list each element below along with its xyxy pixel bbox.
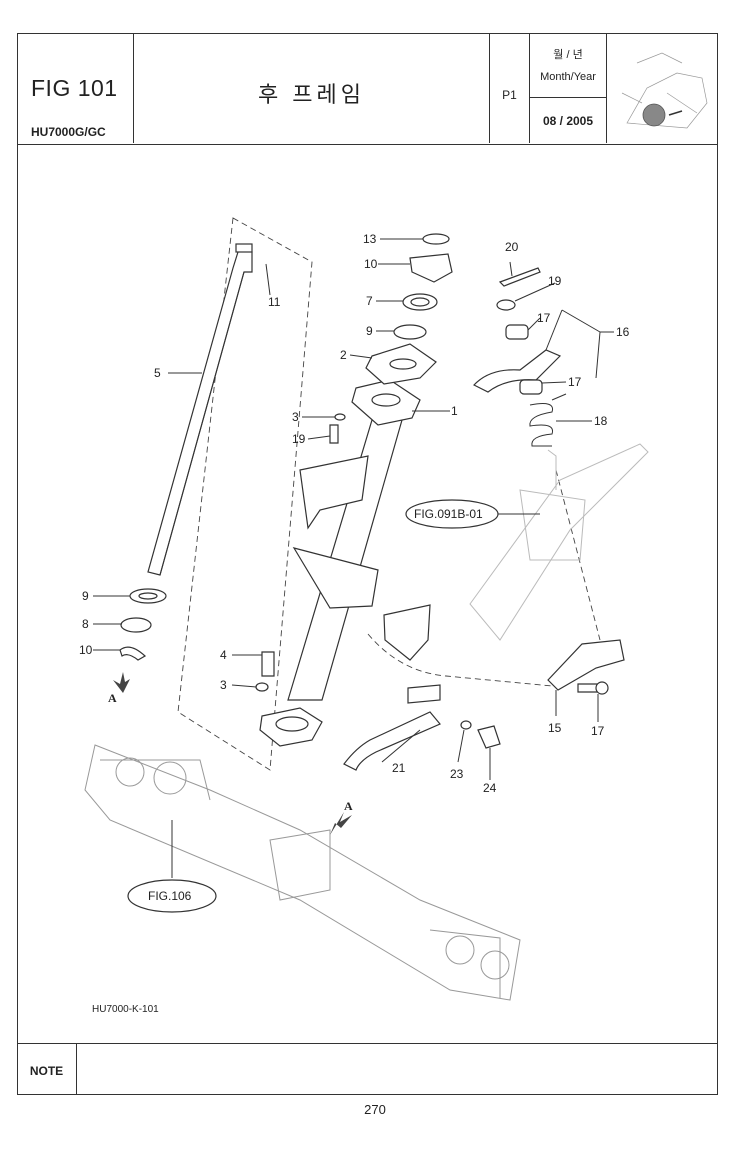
part-label: 20	[505, 240, 519, 254]
title-cell: 후 프레임	[134, 33, 490, 143]
pin-washer-part	[496, 299, 516, 311]
ghost-axle-106	[84, 744, 521, 1001]
bush-upper-part	[505, 324, 529, 340]
part-label: 9	[366, 324, 373, 338]
washer-lower-part	[255, 682, 269, 692]
month-year-english: Month/Year	[540, 71, 596, 83]
page-cell: P1	[490, 33, 530, 143]
locator-cell	[607, 33, 718, 143]
gear-part	[120, 617, 152, 633]
part-label: 23	[450, 767, 464, 781]
part-label: 17	[568, 375, 582, 389]
bolt-lower-part	[261, 651, 275, 677]
frame-tube	[259, 379, 441, 771]
part-label: 13	[363, 232, 377, 246]
page-number: 270	[364, 1102, 386, 1117]
ghost-frame-091b	[469, 443, 649, 641]
part-label: 3	[292, 410, 299, 424]
fig-number: FIG 101	[31, 75, 118, 101]
washer-part	[334, 413, 346, 421]
part-label: 4	[220, 648, 227, 662]
bracket-bolt-part	[577, 683, 599, 693]
bush-lower-part	[519, 379, 543, 395]
direction-arrow-down	[113, 672, 130, 693]
part-label: 10	[79, 643, 93, 657]
part-label: 8	[82, 617, 89, 631]
shaft-boundary	[177, 217, 313, 771]
fig-106-callout	[127, 879, 217, 913]
fig-106-reference: FIG.106	[148, 889, 192, 903]
page-frame	[17, 33, 718, 1095]
part-label: 3	[220, 678, 227, 692]
part-label: 2	[340, 348, 347, 362]
page-title: 후 프레임	[257, 82, 366, 107]
locator-thumbnail	[621, 52, 708, 129]
page-label: P1	[502, 88, 517, 102]
view-marker-lower: A	[108, 691, 117, 705]
snap-ring-part	[422, 233, 450, 245]
part-label: 11	[268, 295, 281, 309]
bracket-part	[547, 639, 625, 691]
fig-cell: FIG 101 HU7000G/GC	[17, 33, 134, 143]
view-marker-upper: A	[344, 799, 353, 813]
part-label: 24	[483, 781, 497, 795]
part-label: 9	[82, 589, 89, 603]
part-label: 1	[451, 404, 458, 418]
part-label: 18	[594, 414, 608, 428]
part-label: 5	[154, 366, 161, 380]
fig-091b-reference: FIG.091B-01	[414, 507, 483, 521]
leader-lines	[93, 238, 614, 878]
part-label: 19	[292, 432, 306, 446]
divider	[530, 97, 606, 98]
part-label: 7	[366, 294, 373, 308]
header: FIG 101 HU7000G/GC 후 프레임 P1 월 / 년 Month/…	[17, 33, 718, 145]
lever-part	[473, 349, 562, 393]
part-label: 17	[537, 311, 551, 325]
part-label: 19	[548, 274, 562, 288]
note-row: NOTE	[17, 1043, 718, 1095]
drawing-code: HU7000-K-101	[92, 1004, 159, 1015]
spring-part	[529, 393, 567, 447]
link-line	[367, 633, 553, 687]
bolt-24-part	[477, 725, 501, 749]
month-year-cell: 월 / 년 Month/Year 08 / 2005	[530, 33, 607, 143]
model-name: HU7000G/GC	[31, 125, 106, 139]
note-label: NOTE	[17, 1044, 77, 1094]
bearing-seal-part	[393, 324, 427, 340]
part-label: 10	[364, 257, 378, 271]
shaft	[147, 243, 253, 576]
revision-date: 08 / 2005	[542, 114, 594, 128]
cotter-pin-part	[498, 267, 541, 287]
clip-part	[119, 646, 147, 661]
fig-091b-callout	[405, 499, 499, 529]
part-label: 15	[548, 721, 562, 735]
bolt-part	[329, 424, 339, 444]
part-label: 17	[591, 724, 605, 738]
direction-arrow-up	[330, 812, 352, 835]
part-label: 21	[392, 761, 406, 775]
washer-23-part	[460, 720, 472, 730]
bevel-gear-part	[409, 253, 453, 283]
month-year-korean: 월 / 년	[553, 49, 583, 61]
part-label: 16	[616, 325, 630, 339]
